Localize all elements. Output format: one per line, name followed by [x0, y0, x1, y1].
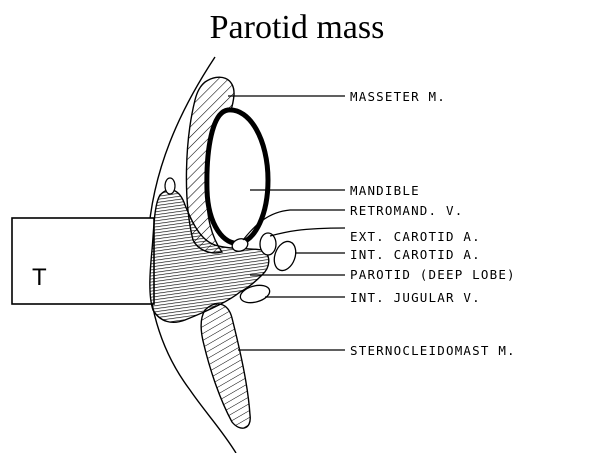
sternocleidomastoid-muscle	[201, 304, 250, 428]
tumor-box	[12, 218, 154, 304]
leader-ext-carotid	[270, 228, 345, 236]
external-carotid-artery	[260, 233, 276, 255]
label-int-jugular: INT. JUGULAR V.	[350, 290, 481, 305]
tumor-label: T	[32, 264, 47, 291]
label-masseter: MASSETER M.	[350, 89, 446, 104]
label-sternocleido: STERNOCLEIDOMAST M.	[350, 343, 516, 358]
label-retromand: RETROMAND. V.	[350, 203, 463, 218]
diagram-title: Parotid mass	[210, 9, 385, 46]
label-parotid: PAROTID (DEEP LOBE)	[350, 267, 516, 282]
label-ext-carotid: EXT. CAROTID A.	[350, 229, 481, 244]
label-mandible: MANDIBLE	[350, 183, 420, 198]
small-gland-node	[165, 178, 175, 194]
label-int-carotid: INT. CAROTID A.	[350, 247, 481, 262]
